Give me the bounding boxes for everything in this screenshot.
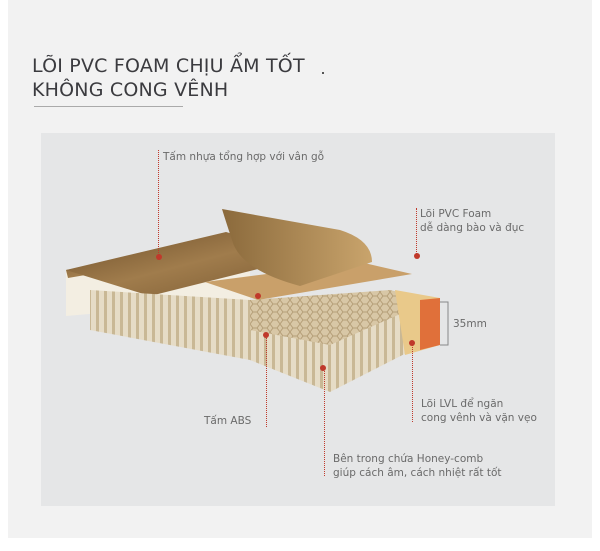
- pvc-foam-edge: [420, 298, 440, 350]
- label-honeycomb-1: Bên trong chứa Honey-comb: [333, 453, 484, 465]
- label-honeycomb-2: giúp cách âm, cách nhiệt rất tốt: [333, 467, 502, 479]
- label-lvl-2: cong vênh và vặn vẹo: [421, 412, 537, 424]
- leader-line-top-sheet: [158, 150, 159, 257]
- honeycomb-core: [250, 290, 432, 345]
- label-pvc-foam-2: dễ dàng bào và đục: [420, 222, 525, 234]
- title-line-1: LÕI PVC FOAM CHỊU ẨM TỐT: [32, 55, 305, 77]
- page-title: LÕI PVC FOAM CHỊU ẨM TỐT KHÔNG CONG VÊNH: [32, 54, 305, 102]
- label-pvc-foam-1: Lõi PVC Foam: [420, 208, 492, 220]
- label-lvl-1: Lõi LVL để ngăn: [421, 398, 504, 410]
- peeled-sheet: [222, 209, 372, 286]
- leader-line-lvl: [412, 343, 413, 422]
- leader-line-honeycomb: [324, 368, 325, 476]
- label-abs: Tấm ABS: [204, 415, 252, 427]
- label-thickness: 35mm: [453, 318, 487, 330]
- label-top-sheet: Tấm nhựa tổng hợp với vân gỗ: [163, 151, 325, 163]
- decorative-dot: [322, 72, 324, 74]
- thickness-bracket: [440, 301, 449, 346]
- marker-dots: [156, 253, 420, 371]
- leader-line-pvc-foam: [416, 208, 417, 256]
- title-line-2: KHÔNG CONG VÊNH: [32, 79, 229, 101]
- leader-line-abs: [266, 335, 267, 427]
- title-underline: [34, 106, 183, 107]
